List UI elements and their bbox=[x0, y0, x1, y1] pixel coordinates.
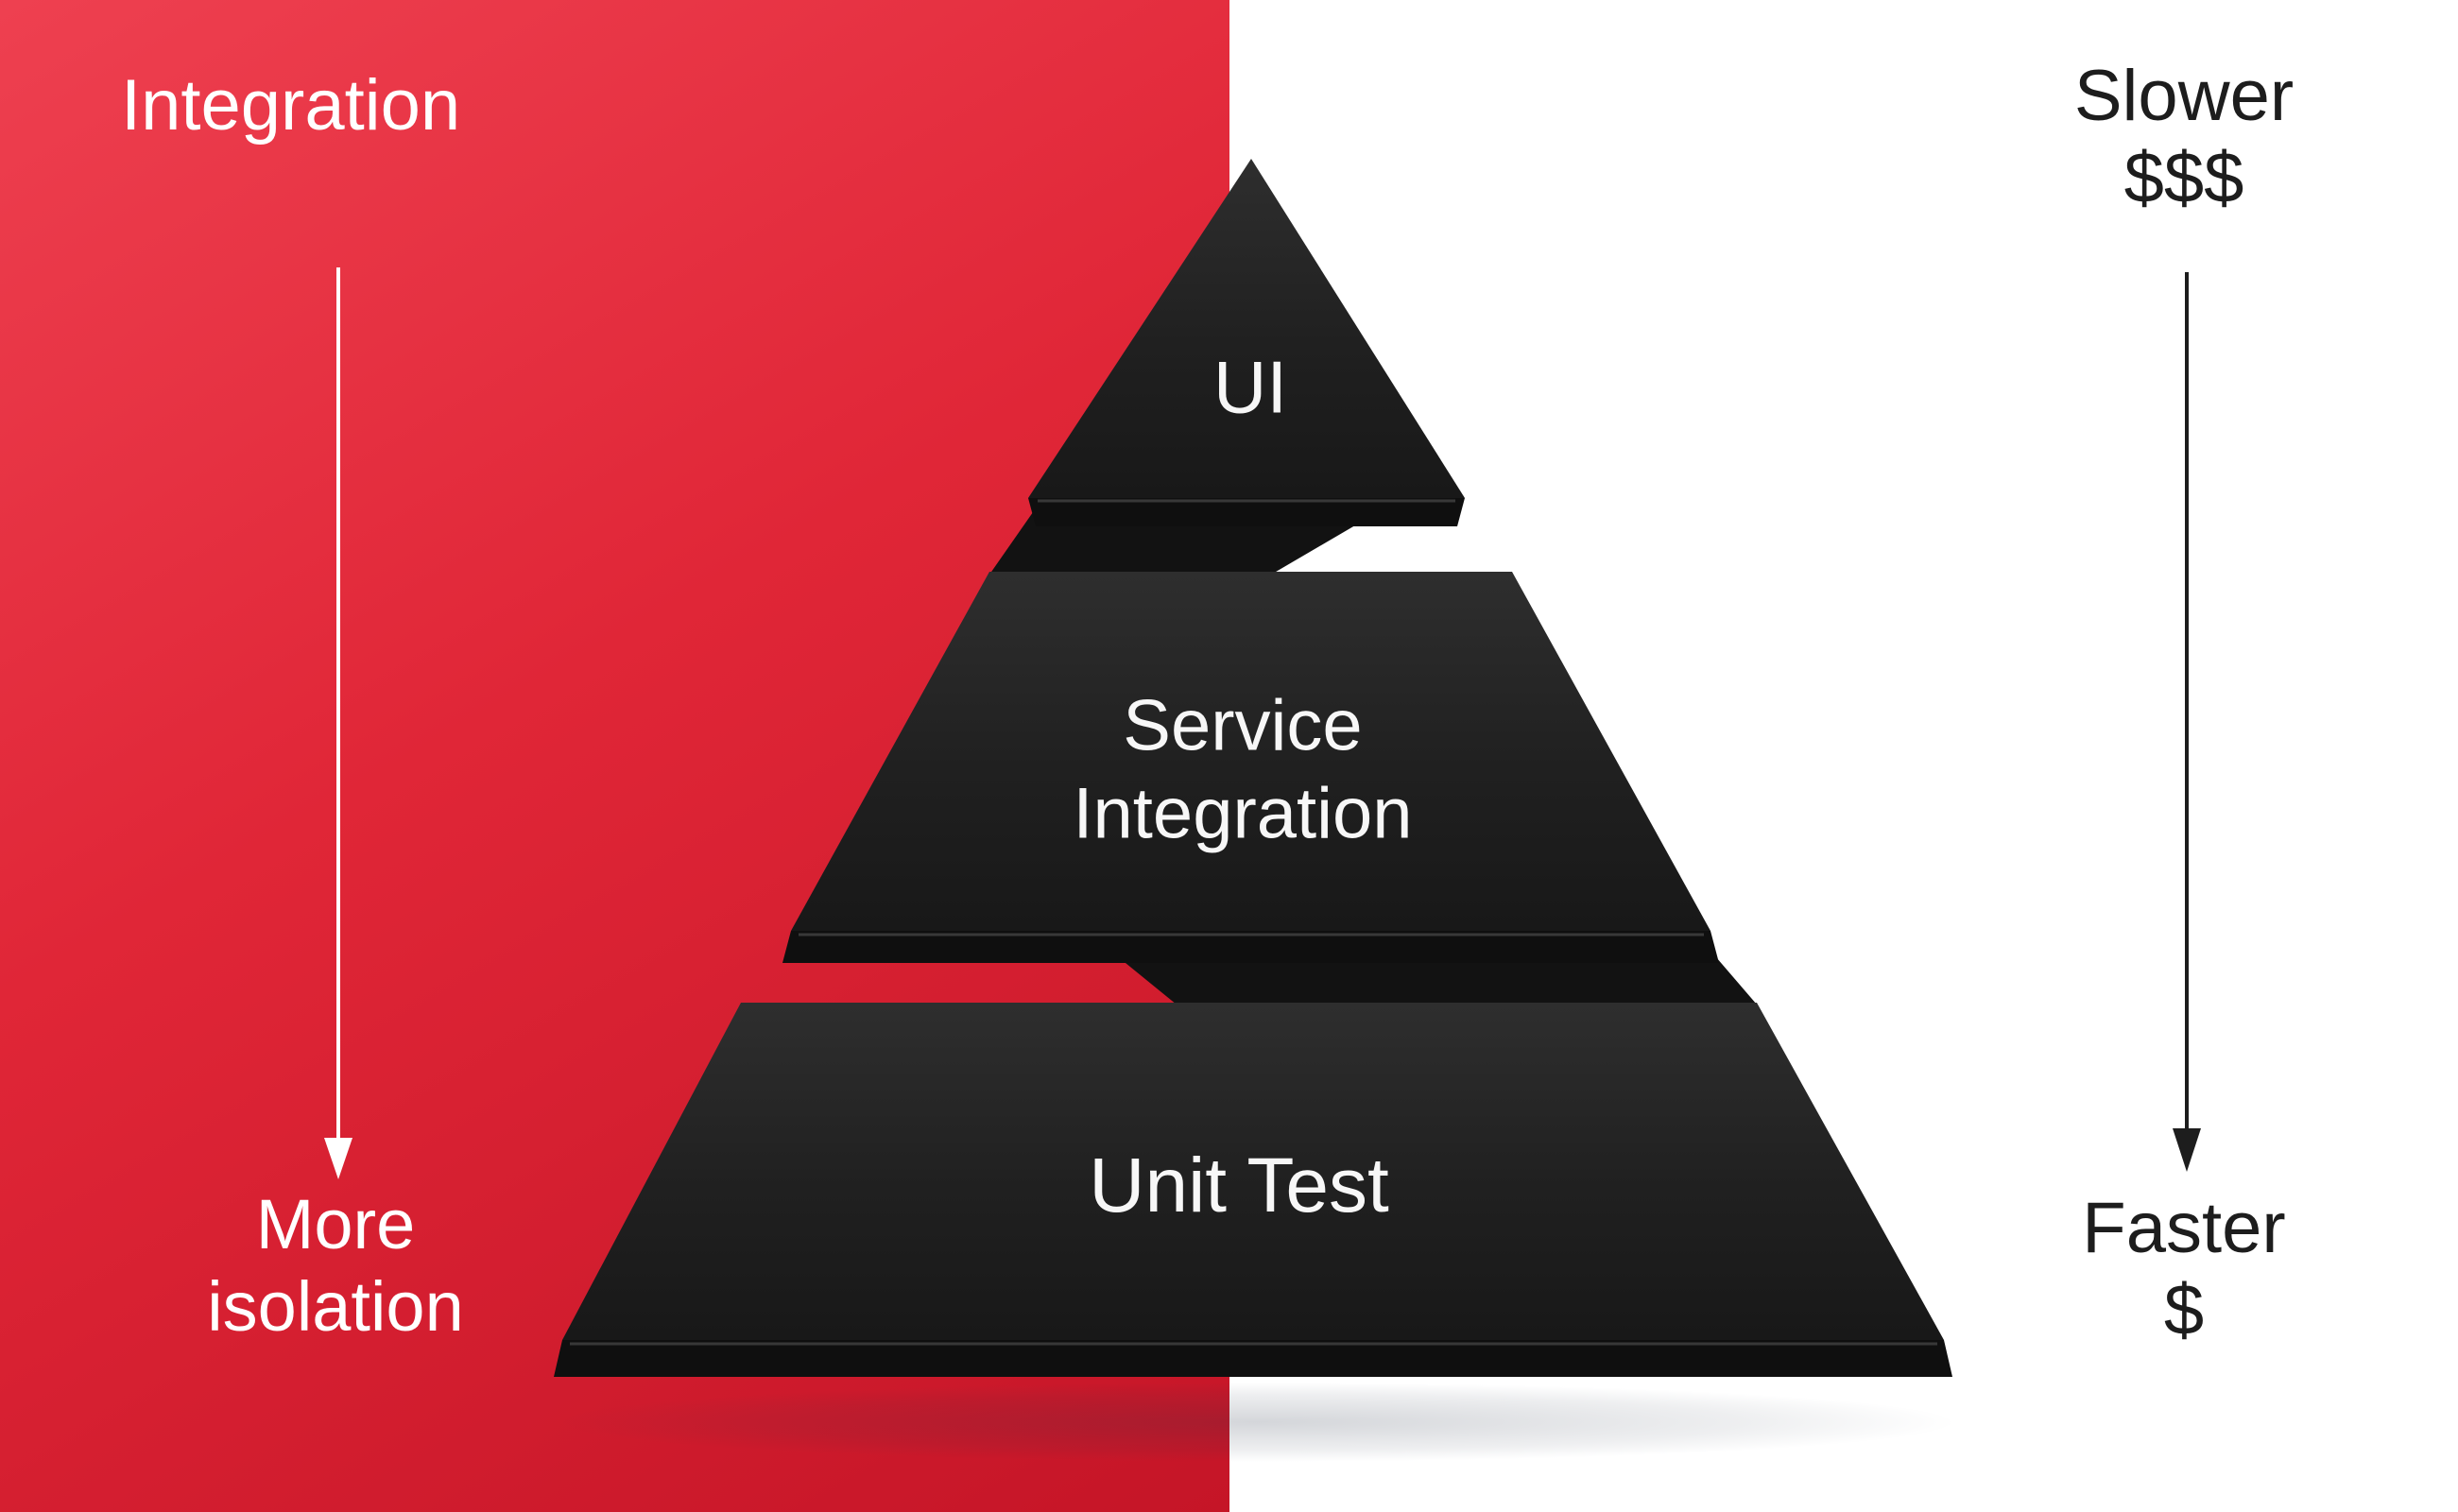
faster-cost-label: Faster $ bbox=[2082, 1187, 2285, 1352]
tier-ui-shape bbox=[1028, 159, 1465, 526]
cost-high-line: $$$ bbox=[2123, 138, 2244, 219]
more-isolation-line2: isolation bbox=[207, 1267, 464, 1347]
tier-ui-label: UI bbox=[1213, 345, 1287, 429]
more-isolation-label: More isolation bbox=[207, 1183, 464, 1349]
service-line: Service bbox=[1123, 685, 1363, 766]
tier-service-integration-label: Service Integration bbox=[1073, 682, 1412, 857]
right-down-arrow-icon bbox=[2173, 272, 2201, 1172]
tier-unit-test-shape bbox=[554, 1003, 1952, 1377]
integration-label: Integration bbox=[121, 65, 461, 146]
faster-line: Faster bbox=[2082, 1188, 2286, 1268]
tier-unit-test-label: Unit Test bbox=[1089, 1143, 1389, 1228]
integration-line: Integration bbox=[1073, 773, 1413, 853]
slower-cost-label: Slower $$$ bbox=[2074, 55, 2294, 220]
left-down-arrow-icon bbox=[324, 267, 352, 1179]
tier-service-underside-wedge bbox=[1110, 951, 1757, 1005]
tier-service-integration-shape bbox=[782, 572, 1719, 963]
pyramid-ground-shadow bbox=[558, 1383, 1956, 1462]
more-isolation-line1: More bbox=[255, 1185, 416, 1263]
slower-line: Slower bbox=[2073, 56, 2295, 136]
cost-low-line: $ bbox=[2163, 1270, 2205, 1351]
